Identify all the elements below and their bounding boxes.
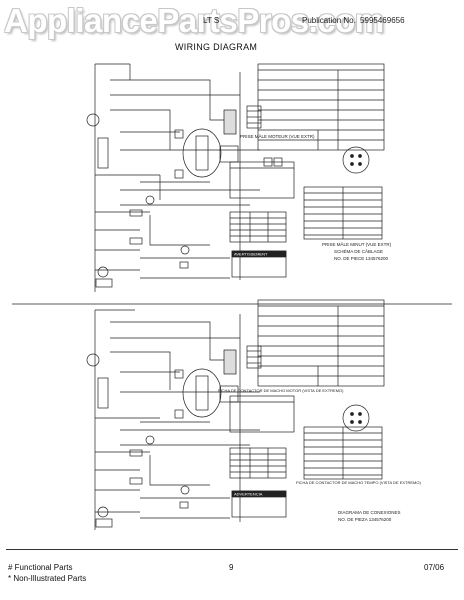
lower-diagram: [86, 299, 385, 530]
upper-motor-plug-label: PRISE MÂLE MOTEUR (VUE EXTR): [240, 133, 315, 139]
upper-harness-label: SCHÉMA DE CÂBLAGE: [334, 248, 383, 254]
upper-diagram: [86, 63, 385, 292]
page-title: WIRING DIAGRAM: [175, 42, 258, 52]
publication-label: Publication No.: [302, 16, 356, 25]
lower-warning-label: ADVERTENCIA: [234, 492, 263, 497]
model-number: LT S: [203, 16, 220, 25]
footer-date: 07/06: [424, 563, 445, 572]
upper-harness-part-no: NO. DE PIECE 134576200: [334, 256, 389, 261]
upper-timer-plug-label: PRISE MÂLE MINUT (VUE EXTR): [322, 241, 392, 247]
lower-harness-label: DIAGRAMA DE CONEXIONES: [338, 510, 401, 515]
footer-rule: [6, 549, 458, 550]
footer-page-number: 9: [229, 563, 234, 572]
upper-warning-label: AVERTISSEMENT: [234, 252, 268, 257]
footer-functional-parts: # Functional Parts: [8, 563, 73, 572]
publication-value: 5995469656: [360, 16, 405, 25]
footer-non-illustrated: * Non-Illustrated Parts: [8, 574, 87, 583]
watermark-logo: AppliancePartsPros.com: [4, 2, 384, 39]
lower-motor-plug-label: FICHA DE CONTACTOR DE MACHO MOTOR (VISTA…: [218, 388, 344, 393]
lower-harness-part-no: NO. DE PIEZA 134576200: [338, 517, 392, 522]
publication-number: Publication No. 5995469656: [300, 16, 405, 25]
lower-timer-plug-label: FICHA DE CONTACTOR DE MACHO TEMPO (VISTA…: [296, 480, 421, 485]
